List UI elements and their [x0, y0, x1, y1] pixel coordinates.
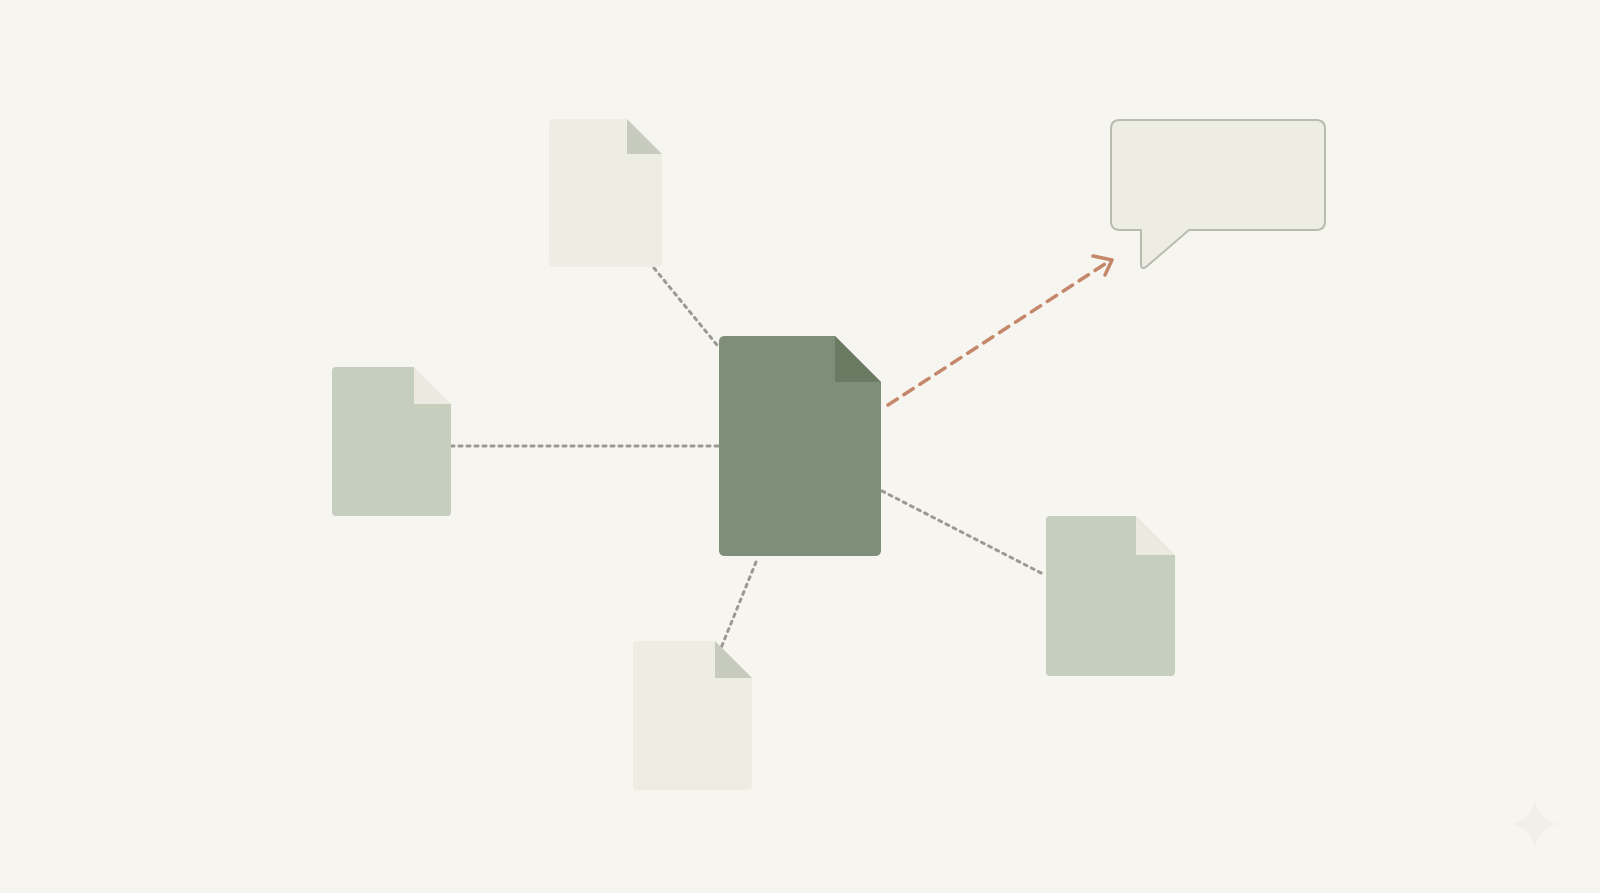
document-bottom-body [633, 641, 752, 790]
document-left [332, 367, 451, 516]
connector-bottom-to-central [719, 560, 758, 650]
document-left-fold [414, 367, 451, 404]
document-top-fold [627, 119, 662, 154]
document-top-body [549, 119, 662, 267]
document-bottom [633, 641, 752, 790]
document-left-body [332, 367, 451, 516]
connectors [449, 266, 1047, 650]
output-arrow-shaft [886, 260, 1110, 407]
document-right [1046, 516, 1175, 676]
document-top [549, 119, 662, 267]
speech-bubble-shape [1110, 119, 1326, 269]
arrowhead-icon [1091, 254, 1114, 277]
document-central [719, 336, 881, 556]
document-central-body [719, 336, 881, 556]
sparkle-icon [1512, 800, 1558, 848]
document-right-fold [1136, 516, 1175, 555]
output-arrow [886, 254, 1114, 407]
connector-right-to-central [880, 489, 1047, 577]
document-right-body [1046, 516, 1175, 676]
connector-top-to-central [652, 266, 719, 347]
document-bottom-fold [715, 641, 752, 678]
speech-bubble [1110, 119, 1326, 269]
document-central-fold [835, 336, 881, 382]
